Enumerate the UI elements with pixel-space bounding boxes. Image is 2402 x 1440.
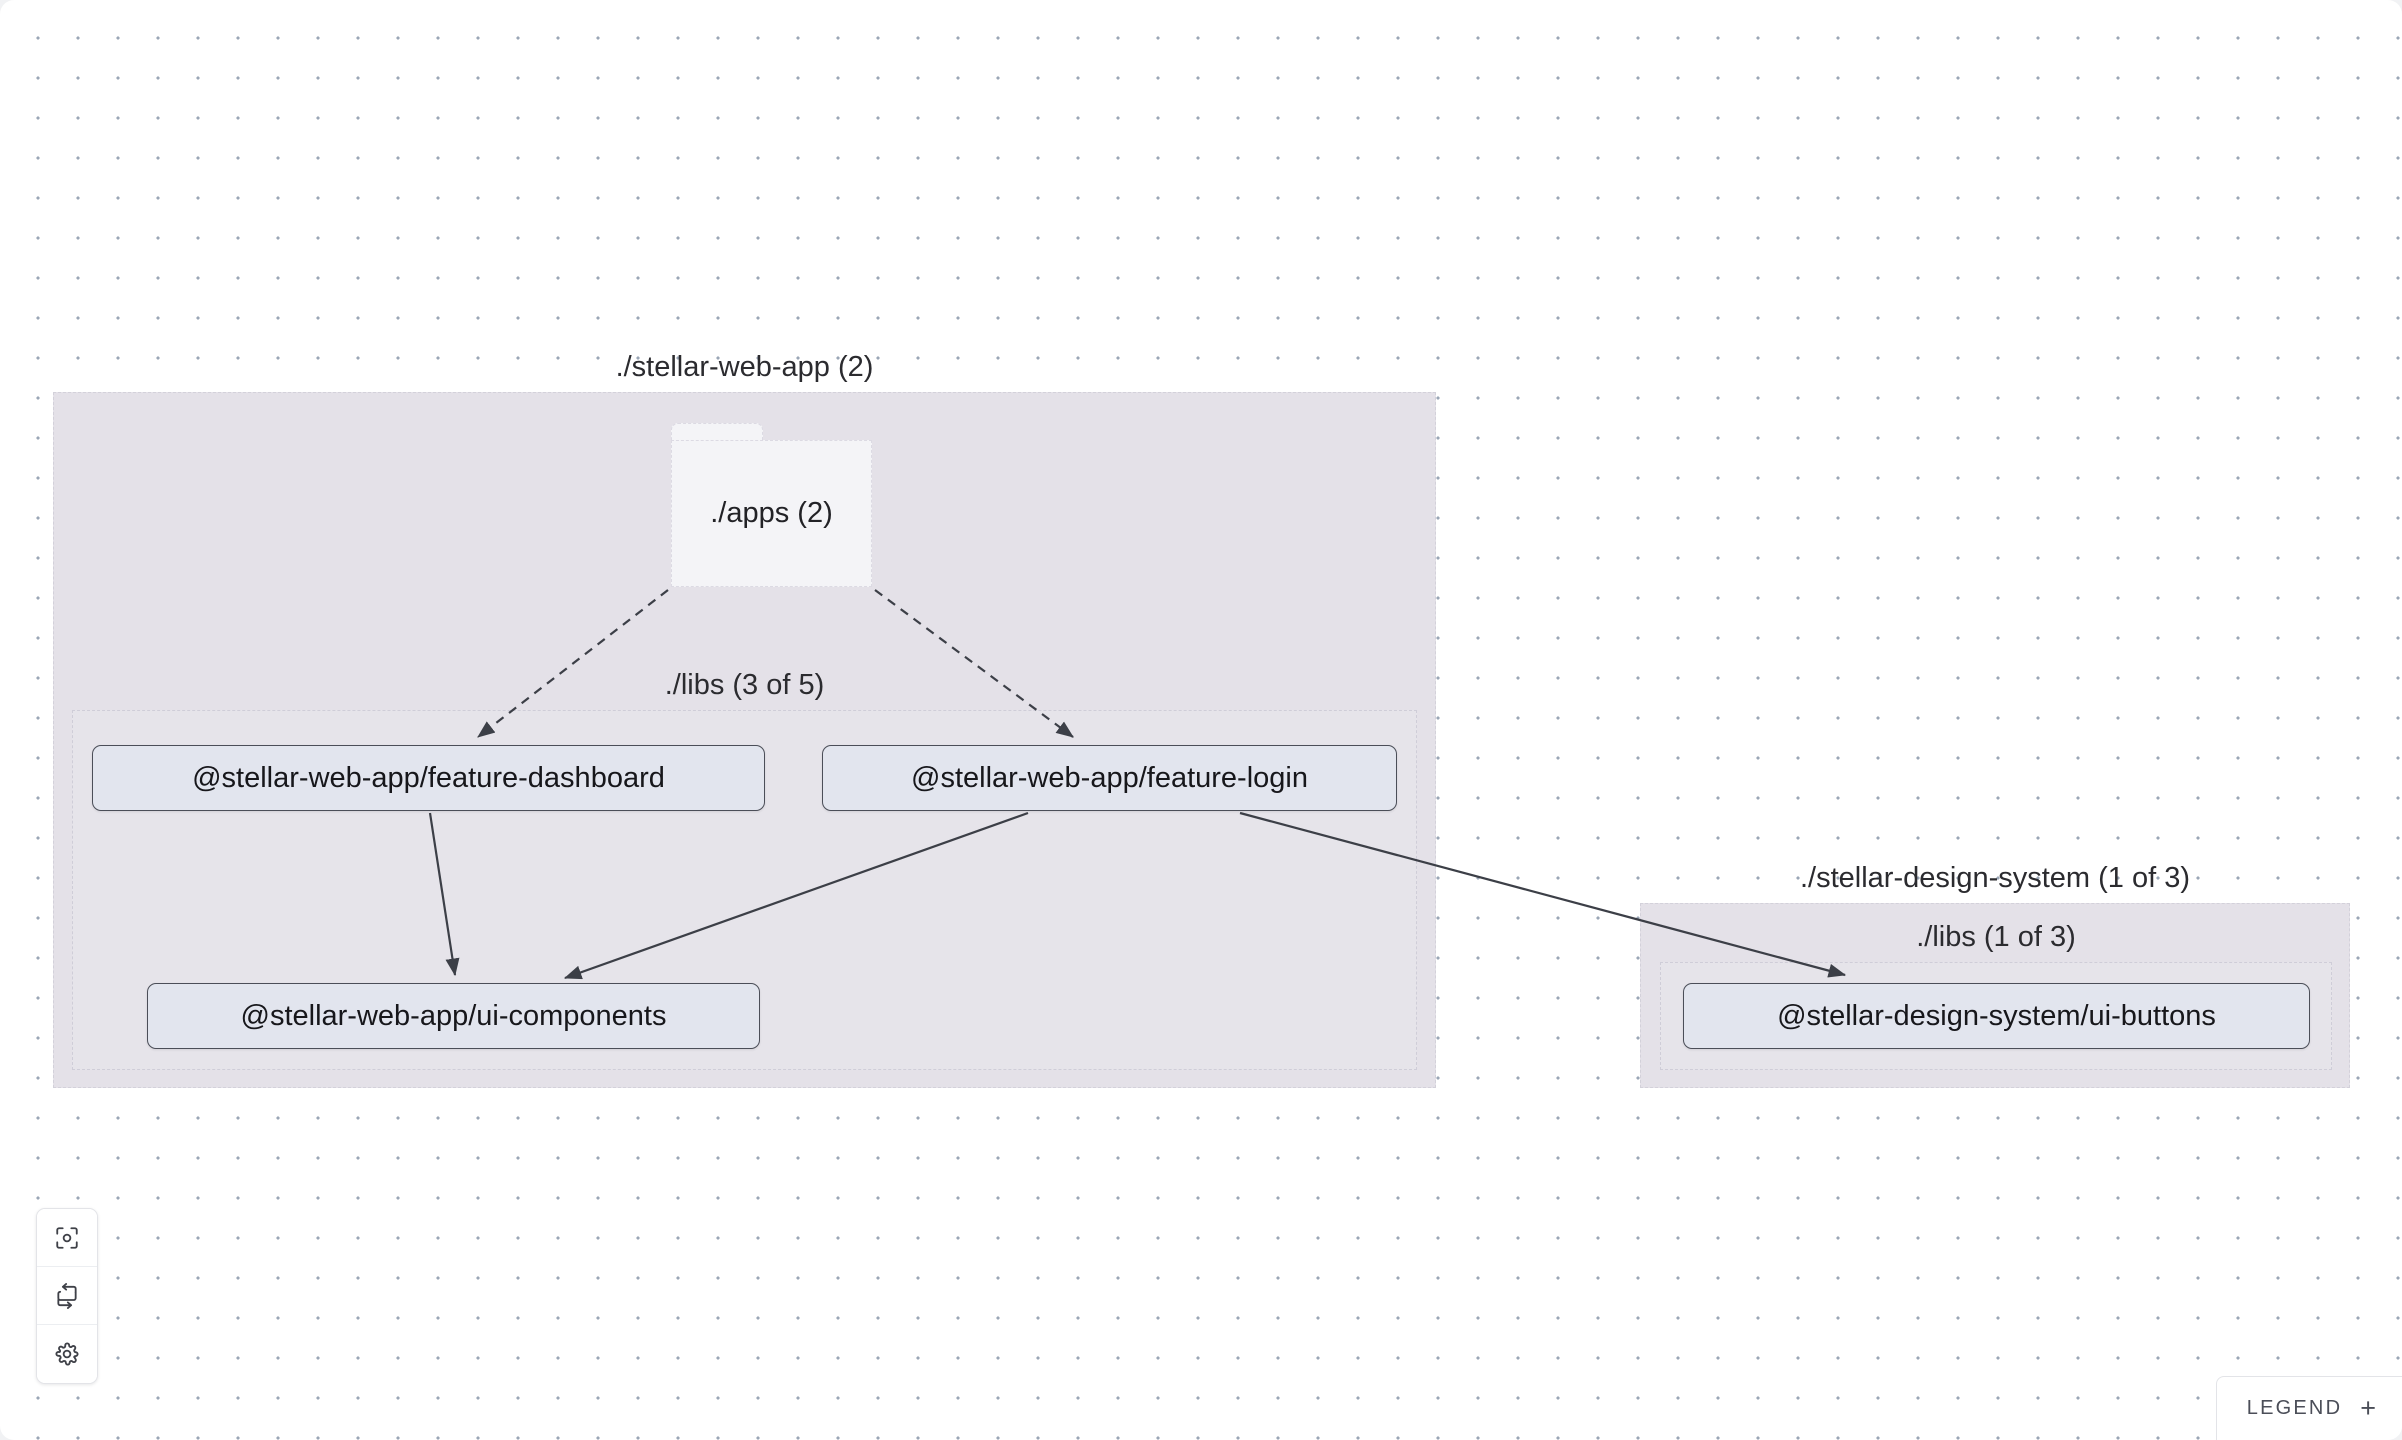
folder-node-apps[interactable]: ./apps (2) [671, 423, 872, 587]
folder-node-label: ./apps (2) [710, 497, 833, 529]
libs-container-title: ./libs (3 of 5) [664, 669, 825, 701]
library-node-label: @stellar-design-system/ui-buttons [1777, 999, 2216, 1032]
library-node-feature-dashboard[interactable]: @stellar-web-app/feature-dashboard [92, 745, 765, 811]
legend-label: LEGEND [2246, 1397, 2343, 1419]
folder-tab-shape [671, 423, 764, 443]
library-node-label: @stellar-web-app/feature-dashboard [192, 761, 665, 794]
refresh-graph-button[interactable] [37, 1267, 97, 1325]
library-node-label: @stellar-web-app/feature-login [911, 761, 1308, 794]
libs-container-title: ./libs (1 of 3) [1916, 921, 2076, 953]
library-node-label: @stellar-web-app/ui-components [240, 999, 667, 1032]
refresh-icon [54, 1282, 80, 1309]
tool-rail[interactable] [36, 1208, 98, 1384]
project-group-title: ./stellar-design-system (1 of 3) [1799, 862, 2190, 894]
focus-target-icon [54, 1225, 80, 1251]
project-group-title: ./stellar-web-app (2) [615, 351, 874, 383]
focus-graph-button[interactable] [37, 1209, 97, 1267]
gear-icon [54, 1341, 80, 1367]
folder-body-shape [671, 440, 872, 587]
library-node-ui-buttons[interactable]: @stellar-design-system/ui-buttons [1683, 983, 2310, 1049]
plus-icon[interactable]: + [2360, 1393, 2376, 1423]
library-node-ui-components[interactable]: @stellar-web-app/ui-components [147, 983, 760, 1049]
settings-button[interactable] [37, 1325, 97, 1383]
legend-panel[interactable]: LEGEND + [2215, 1376, 2402, 1440]
library-node-feature-login[interactable]: @stellar-web-app/feature-login [822, 745, 1397, 811]
